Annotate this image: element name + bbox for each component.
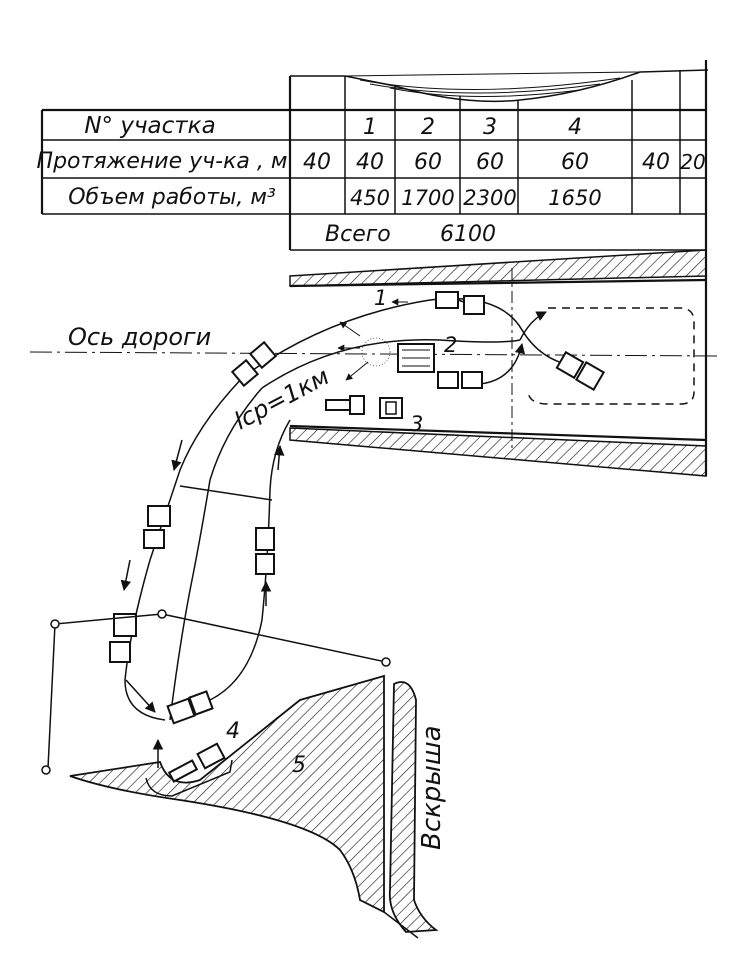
section-number-cell: 4: [568, 115, 582, 140]
overburden-strip: [388, 681, 439, 933]
section-length-cell: 60: [561, 150, 589, 175]
section-length-cell: 40: [303, 150, 331, 175]
section-number-cell: 1: [363, 115, 377, 140]
pit-marker: 4: [226, 719, 240, 744]
row-label-section-number: N° участка: [84, 113, 215, 139]
table-grid: [40, 70, 706, 251]
total-label: Всего: [325, 222, 391, 247]
section-length-cell: 20: [680, 150, 705, 174]
scraper-loading: [437, 371, 483, 389]
bulldozer-3: [325, 395, 403, 419]
lower-slope: [289, 427, 707, 477]
row-label-section-length: Протяжение уч-ка , м: [37, 149, 288, 174]
section-length-cell: 40: [642, 150, 670, 175]
total-value: 6100: [440, 222, 496, 247]
overburden-label: Вскрыша: [417, 725, 447, 850]
pit-excavator: [167, 742, 226, 783]
pit-soil-mass: [69, 674, 385, 914]
road-plan: Ось дороги: [29, 249, 721, 477]
machine-marker: 2: [444, 333, 457, 357]
haul-vehicle: [230, 340, 278, 388]
haul-vehicle: [109, 613, 137, 663]
haul-vehicle: [255, 527, 275, 575]
work-volume-cell: 1650: [548, 186, 601, 210]
borrow-pit: 4 5 Вскрыша: [41, 609, 447, 939]
haul-vehicle: [143, 505, 171, 549]
section-length-cell: 60: [476, 150, 504, 175]
section-number-cell: 2: [421, 115, 435, 140]
section-number-cell: 3: [483, 115, 497, 140]
row-label-work-volume: Объем работы, м³: [68, 185, 276, 210]
haul-vehicle: [166, 690, 214, 725]
road-axis-label: Ось дороги: [68, 323, 211, 351]
work-volume-cell: 450: [350, 186, 390, 210]
machine-marker: 1: [374, 286, 387, 310]
scraper-1: [435, 291, 485, 315]
work-volume-cell: 2300: [463, 186, 516, 210]
work-volume-cell: 1700: [401, 186, 454, 210]
section-length-cell: 40: [356, 150, 384, 175]
scraper-turning: [555, 350, 606, 392]
excavator-2: [361, 337, 435, 373]
road-axis: [29, 351, 721, 357]
upper-slope: [289, 249, 707, 287]
machine-marker: 3: [410, 412, 423, 436]
pit-marker: 5: [292, 753, 306, 778]
section-table: N° участка Протяжение уч-ка , м Объем ра…: [37, 60, 709, 476]
section-length-cell: 60: [414, 150, 442, 175]
